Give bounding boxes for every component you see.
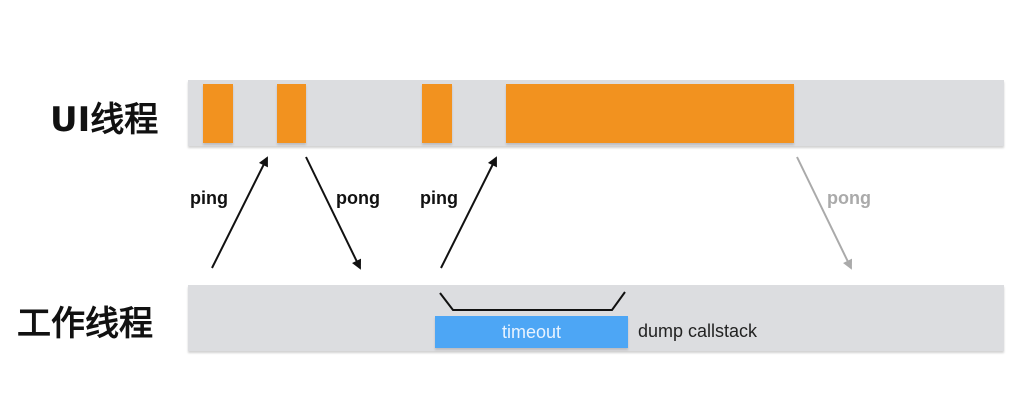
pong-label: pong [336,188,380,208]
worker-thread-label: 工作线程 [17,304,153,344]
ping-arrow [211,156,268,269]
ui-busy-block [277,84,306,143]
pong-arrow [305,156,361,270]
ui-busy-block [422,84,452,143]
pong-label-missed: pong [827,188,871,208]
pong-arrow-missed [796,156,852,270]
timeout-bracket [439,291,626,311]
ui-busy-block-long [506,84,794,143]
ui-busy-block [203,84,233,143]
timeout-box: timeout [435,316,628,348]
ping-label: ping [420,188,458,208]
ping-label: ping [190,188,228,208]
ping-arrow [440,156,497,269]
ui-thread-label: UI线程 [50,100,159,140]
dump-callstack-label: dump callstack [638,321,758,341]
